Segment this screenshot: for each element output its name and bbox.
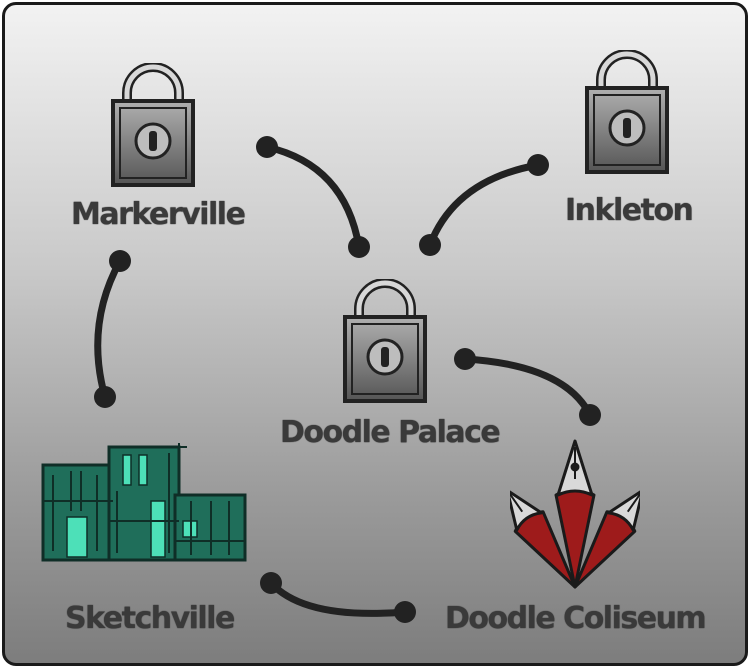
location-label-inkleton: Inkleton <box>565 193 694 228</box>
path-inkleton-doodle-palace <box>419 154 549 256</box>
location-label-doodle-coliseum: Doodle Coliseum <box>445 601 707 636</box>
city-buildings-icon <box>41 443 247 562</box>
path-sketchville-doodle-coliseum <box>260 572 416 623</box>
path-doodle-palace-doodle-coliseum <box>454 348 601 426</box>
location-label-doodle-palace: Doodle Palace <box>280 415 501 450</box>
padlock-icon <box>111 62 195 187</box>
location-doodle-palace[interactable] <box>337 278 433 409</box>
path-markerville-doodle-palace <box>256 136 370 258</box>
location-doodle-coliseum[interactable] <box>505 437 645 597</box>
map-paths <box>94 136 601 623</box>
pen-nibs-icon <box>505 439 645 589</box>
location-label-markerville: Markerville <box>71 197 246 232</box>
path-markerville-sketchville <box>94 250 131 408</box>
location-markerville[interactable] <box>105 62 201 193</box>
padlock-icon <box>343 278 427 403</box>
padlock-icon <box>585 49 669 174</box>
location-sketchville[interactable] <box>41 441 251 567</box>
location-label-sketchville: Sketchville <box>65 601 235 636</box>
location-inkleton[interactable] <box>579 49 675 180</box>
